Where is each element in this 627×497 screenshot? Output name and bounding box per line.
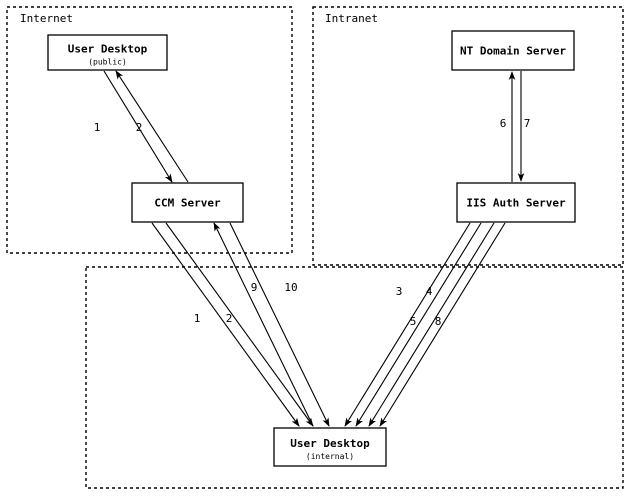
node-title-user-desktop-public: User Desktop bbox=[68, 43, 148, 56]
node-title-iis-auth-server: IIS Auth Server bbox=[466, 197, 566, 210]
flow-arrow-1-0 bbox=[103, 70, 173, 183]
nodes-layer: User Desktop (public) CCM Server NT Domain … bbox=[47, 30, 576, 467]
node-subtitle-user-desktop-internal: (internal) bbox=[306, 452, 354, 461]
node-box-ccm-server[interactable] bbox=[131, 182, 244, 223]
step-label-8-9: 8 bbox=[435, 315, 442, 328]
node-box-nt-domain-server[interactable] bbox=[451, 30, 575, 71]
step-label-7-11: 7 bbox=[524, 117, 531, 130]
zone-label-intranet: Intranet bbox=[325, 12, 378, 25]
flow-arrow-4-7 bbox=[355, 222, 482, 427]
step-label-10-5: 10 bbox=[284, 281, 297, 294]
step-label-3-6: 3 bbox=[396, 285, 403, 298]
step-label-9-4: 9 bbox=[251, 281, 258, 294]
flow-arrow-9-4 bbox=[213, 222, 314, 427]
step-label-2-1: 2 bbox=[136, 121, 143, 134]
node-nt-domain-server[interactable]: NT Domain Server bbox=[451, 30, 575, 71]
node-box-user-desktop-internal[interactable] bbox=[273, 427, 387, 467]
flow-arrow-5-8 bbox=[368, 222, 495, 427]
node-title-nt-domain-server: NT Domain Server bbox=[460, 45, 566, 58]
step-label-4-7: 4 bbox=[426, 285, 433, 298]
node-ccm-server[interactable]: CCM Server bbox=[131, 182, 244, 223]
node-iis-auth-server[interactable]: IIS Auth Server bbox=[456, 182, 576, 223]
flow-arrow-1-2 bbox=[151, 222, 300, 427]
step-label-1-0: 1 bbox=[94, 121, 101, 134]
node-user-desktop-internal[interactable]: User Desktop (internal) bbox=[273, 427, 387, 467]
flow-arrow-8-9 bbox=[379, 222, 506, 427]
node-box-user-desktop-public[interactable] bbox=[47, 34, 168, 71]
node-user-desktop-public[interactable]: User Desktop (public) bbox=[47, 34, 168, 71]
zone-internal bbox=[85, 266, 624, 489]
flow-arrow-2-1 bbox=[115, 70, 189, 183]
step-label-5-8: 5 bbox=[410, 315, 417, 328]
zone-internet: Internet bbox=[6, 6, 293, 254]
flow-arrow-2-3 bbox=[165, 222, 314, 427]
node-title-ccm-server: CCM Server bbox=[154, 197, 221, 210]
zone-label-internet: Internet bbox=[20, 12, 73, 25]
flow-arrow-3-6 bbox=[344, 222, 471, 427]
flow-arrow-10-5 bbox=[229, 222, 330, 427]
zone-boundary-internal bbox=[85, 266, 624, 489]
step-labels-layer: 1 2 1 2 9 10 3 4 5 8 6 7 bbox=[94, 117, 531, 328]
node-box-iis-auth-server[interactable] bbox=[456, 182, 576, 223]
node-title-user-desktop-internal: User Desktop bbox=[290, 437, 370, 450]
step-label-6-10: 6 bbox=[500, 117, 507, 130]
zones-layer: Internet Intranet bbox=[6, 6, 624, 489]
step-label-1-2: 1 bbox=[194, 312, 201, 325]
zone-boundary-internet bbox=[6, 6, 293, 254]
step-label-2-3: 2 bbox=[226, 312, 233, 325]
node-subtitle-user-desktop-public: (public) bbox=[88, 58, 127, 67]
flows-layer bbox=[103, 70, 525, 427]
